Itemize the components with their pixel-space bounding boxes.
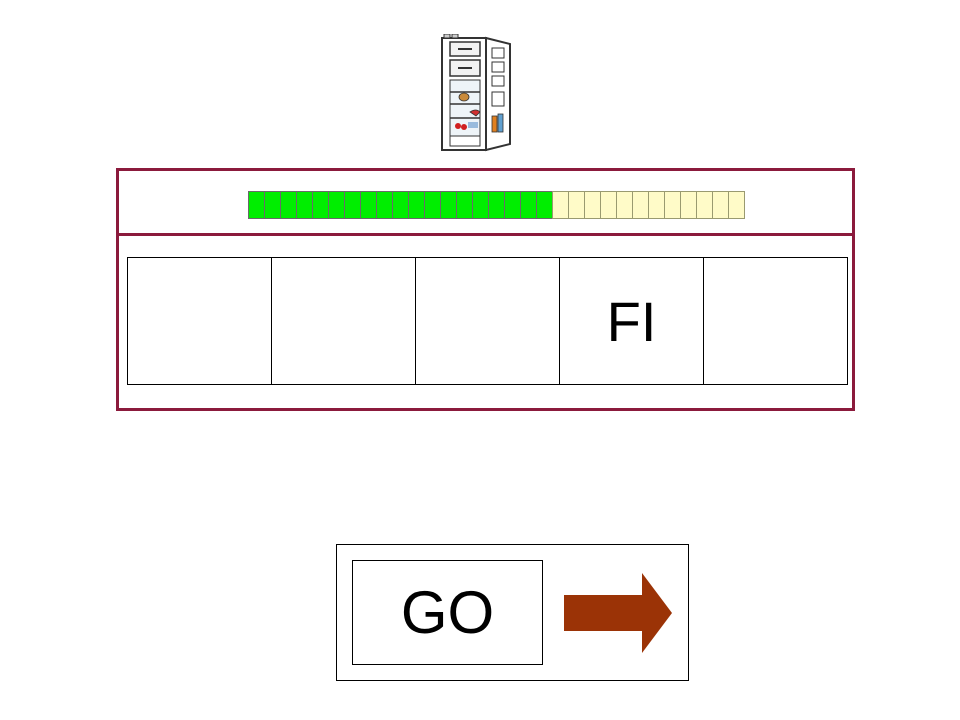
progress-segment-remaining bbox=[584, 191, 601, 219]
progress-segment-complete bbox=[376, 191, 393, 219]
progress-segment-complete bbox=[328, 191, 345, 219]
progress-segment-complete bbox=[488, 191, 505, 219]
progress-segment-remaining bbox=[616, 191, 633, 219]
progress-segment-complete bbox=[520, 191, 537, 219]
progress-segment-complete bbox=[424, 191, 441, 219]
progress-segment-remaining bbox=[648, 191, 665, 219]
word-panel: FI bbox=[116, 168, 855, 411]
progress-segment-remaining bbox=[664, 191, 681, 219]
word-slot-1[interactable] bbox=[127, 257, 272, 385]
progress-segment-remaining bbox=[600, 191, 617, 219]
progress-segment-remaining bbox=[552, 191, 569, 219]
word-slots: FI bbox=[127, 257, 848, 385]
progress-segment-remaining bbox=[632, 191, 649, 219]
progress-segment-complete bbox=[392, 191, 409, 219]
go-button[interactable]: GO bbox=[352, 560, 543, 665]
word-slot-2[interactable] bbox=[271, 257, 416, 385]
arrow-right-icon[interactable] bbox=[564, 573, 672, 653]
progress-segment-complete bbox=[536, 191, 553, 219]
progress-segment-complete bbox=[440, 191, 457, 219]
progress-segment-complete bbox=[296, 191, 313, 219]
refrigerator-open-icon bbox=[440, 33, 514, 152]
progress-segment-complete bbox=[360, 191, 377, 219]
progress-segment-complete bbox=[408, 191, 425, 219]
progress-segment-complete bbox=[472, 191, 489, 219]
progress-segment-complete bbox=[264, 191, 281, 219]
word-slot-3[interactable] bbox=[415, 257, 560, 385]
progress-segment-complete bbox=[312, 191, 329, 219]
word-slot-4[interactable]: FI bbox=[559, 257, 704, 385]
progress-segment-complete bbox=[248, 191, 265, 219]
progress-segment-remaining bbox=[728, 191, 745, 219]
progress-bar bbox=[248, 191, 745, 219]
progress-segment-remaining bbox=[696, 191, 713, 219]
progress-segment-complete bbox=[504, 191, 521, 219]
go-panel: GO bbox=[336, 544, 689, 681]
panel-divider bbox=[119, 233, 852, 236]
word-slot-5[interactable] bbox=[703, 257, 848, 385]
progress-segment-complete bbox=[280, 191, 297, 219]
progress-segment-complete bbox=[344, 191, 361, 219]
progress-segment-remaining bbox=[568, 191, 585, 219]
progress-segment-remaining bbox=[680, 191, 697, 219]
progress-segment-complete bbox=[456, 191, 473, 219]
progress-segment-remaining bbox=[712, 191, 729, 219]
